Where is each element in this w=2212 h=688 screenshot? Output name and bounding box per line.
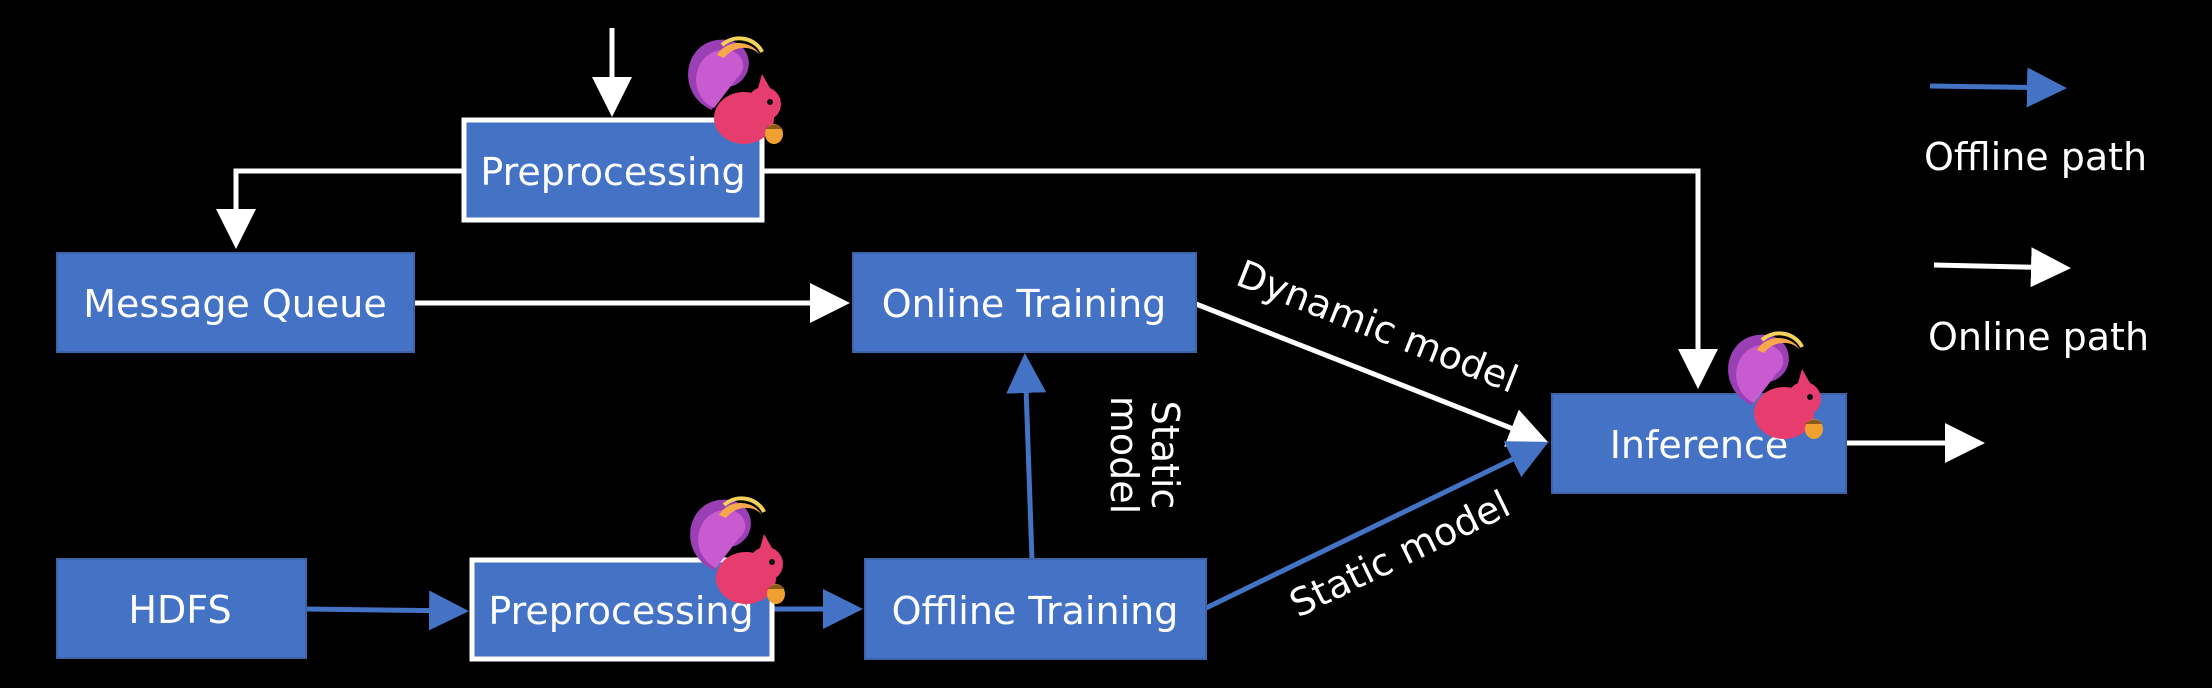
node-message-queue-label: Message Queue — [83, 282, 386, 326]
arrow-preprocessing-to-inference — [762, 168, 1718, 389]
arrow-online-training-to-inference — [1195, 301, 1549, 447]
node-preprocessing-bottom: Preprocessing — [469, 557, 775, 662]
node-online-training-label: Online Training — [882, 282, 1167, 326]
node-preprocessing-bottom-label: Preprocessing — [488, 589, 753, 633]
legend-offline-arrow — [1929, 67, 2067, 108]
edge-label-static-model-vertical-line1: Static — [1143, 401, 1187, 510]
node-online-training: Online Training — [852, 252, 1197, 353]
node-preprocessing-top: Preprocessing — [461, 117, 765, 223]
node-inference-label: Inference — [1610, 423, 1789, 467]
node-hdfs-label: HDFS — [128, 588, 231, 632]
node-offline-training: Offline Training — [864, 558, 1207, 660]
arrow-hdfs-to-preprocessing — [305, 590, 469, 631]
legend: Offline path Online path — [1924, 67, 2149, 359]
legend-offline-label: Offline path — [1924, 135, 2147, 179]
node-offline-training-label: Offline Training — [892, 589, 1179, 633]
node-hdfs: HDFS — [56, 558, 307, 659]
arrow-offline-training-to-inference — [1204, 441, 1549, 611]
edge-label-static-model-vertical-line2: model — [1102, 396, 1146, 514]
legend-online-label: Online path — [1928, 315, 2149, 359]
legend-online-arrow — [1933, 247, 2071, 288]
arrow-preprocessing-to-message-queue — [216, 168, 466, 249]
edge-label-dynamic-model: Dynamic model — [1231, 251, 1524, 401]
arrow-offline-training-to-online-training — [1006, 353, 1047, 561]
node-inference: Inference — [1551, 393, 1847, 494]
node-message-queue: Message Queue — [56, 252, 415, 353]
node-preprocessing-top-label: Preprocessing — [480, 150, 745, 194]
